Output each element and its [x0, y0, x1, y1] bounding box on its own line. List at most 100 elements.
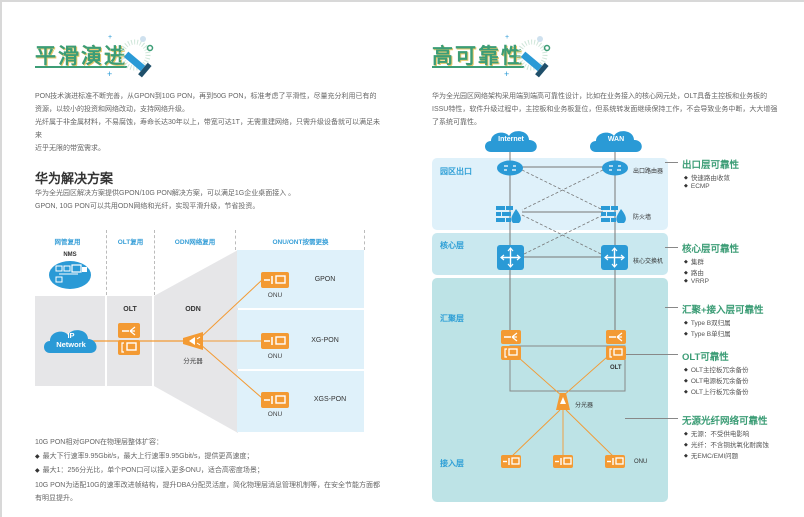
olt-device-icon — [501, 346, 521, 360]
reliability-title: 出口层可靠性 — [682, 160, 740, 171]
reliability-item: 无EMC/EMI问题 — [684, 450, 738, 460]
reliability-item: OLT上行板冗余备份 — [684, 386, 749, 396]
column-header: OLT复用 — [117, 239, 144, 246]
core-switch-icon — [601, 245, 628, 270]
column-header: 网管复用 — [54, 239, 81, 246]
reliability-title: OLT可靠性 — [682, 352, 729, 363]
svg-text:+: + — [107, 69, 112, 79]
reliability-item: VRRP — [684, 278, 709, 285]
title-underline — [35, 66, 127, 68]
svg-text:+: + — [505, 34, 509, 41]
router-icon — [602, 160, 628, 176]
reliability-item: Type B双归属 — [684, 317, 731, 327]
right-section-title: 高可靠性 — [432, 44, 524, 68]
bottom-bullet: 最大下行速率9.95Gbit/s，最大上行速率9.95Gbit/s，提供更高速度… — [35, 450, 390, 465]
reliability-item: 无源：不受供电影响 — [684, 428, 750, 438]
zone-label: 接入层 — [440, 459, 464, 468]
ip-network-label: IP Network — [47, 331, 95, 349]
callout-connector — [625, 418, 678, 419]
firewall-label: 防火墙 — [633, 215, 652, 221]
firewall-icon — [601, 206, 626, 223]
onu-icon — [605, 455, 625, 468]
reliability-item: 快速路由收敛 — [684, 172, 730, 182]
reliability-item: OLT主控板冗余备份 — [684, 364, 749, 374]
intro-line: ISSU特性，软件升级过程中，主控板和业务板复位，但系统转发面继续保持工作，不会… — [432, 106, 778, 113]
olt-splitter-icon — [501, 330, 521, 344]
intro-line: 近乎无限的带宽需求。 — [35, 145, 105, 152]
solution-text: 华为全光园区解决方案提供GPON/10G PON解决方案，可以满足1G企业桌面接… — [35, 187, 385, 213]
wan-label: WAN — [607, 136, 625, 143]
bottom-tail: 有明显提升。 — [35, 495, 77, 502]
intro-line: 光纤属于非金属材料，不易腐蚀，寿命长达30年以上，带宽可达1T，无需重建网络，只… — [35, 119, 380, 139]
onu-label: ONU — [267, 292, 283, 299]
left-intro: PON技术演进标准不断完善，从GPON到10G PON，再到50G PON，标准… — [35, 90, 385, 155]
intro-line: PON技术演进标准不断完善，从GPON到10G PON，再到50G PON，标准… — [35, 93, 377, 100]
left-bottom-text: 10G PON相对GPON在物理层整体扩容： 最大下行速率9.95Gbit/s，… — [35, 436, 390, 506]
callout-connector — [626, 354, 678, 355]
reliability-item: ECMP — [684, 183, 710, 190]
wan-cloud-icon — [590, 131, 642, 152]
column-divider — [106, 230, 107, 295]
onu-type: XG-PON — [311, 337, 339, 344]
onu-type: GPON — [314, 276, 336, 283]
reliability-item: OLT电源板冗余备份 — [684, 375, 749, 385]
onu-icon — [501, 455, 521, 468]
ip-network-cloud-icon — [44, 330, 97, 353]
router-label: 出口路由器 — [633, 169, 664, 175]
column-divider — [154, 230, 155, 295]
odn-label: ODN — [185, 306, 201, 313]
page-left-border — [0, 0, 2, 517]
olt-device-icon — [118, 340, 140, 355]
onu-label: ONU — [634, 459, 648, 465]
reliability-item: Type B单归属 — [684, 328, 731, 338]
internet-label: Internet — [498, 136, 524, 143]
reliability-item: 光纤：不含铜抗氧化耐腐蚀 — [684, 439, 769, 449]
onu-icon — [261, 392, 289, 408]
column-header: ODN网络复用 — [174, 239, 216, 246]
olt-device-icon — [606, 346, 626, 360]
onu-label: ONU — [267, 353, 283, 360]
onu-icon — [261, 333, 289, 349]
olt-label: OLT — [610, 365, 622, 371]
column-divider — [235, 230, 236, 250]
onu-label: ONU — [267, 411, 283, 418]
reliability-item: 路由 — [684, 267, 704, 277]
reliability-title: 汇聚+接入层可靠性 — [682, 305, 764, 316]
tool-decoration-icon: + + — [504, 34, 551, 79]
internet-cloud-icon — [485, 131, 537, 152]
callout-connector — [665, 247, 678, 248]
ip-network-line: IP — [67, 331, 75, 340]
onu-type: XGS-PON — [313, 396, 347, 403]
onu-icon — [261, 272, 289, 288]
olt-splitter-icon — [606, 330, 626, 344]
column-header: ONU/ONT按需更换 — [272, 239, 329, 246]
callout-connector — [665, 162, 678, 163]
reliability-title: 无源光纤网络可靠性 — [682, 416, 768, 427]
splitter-icon — [183, 332, 203, 350]
intro-line: 华为全光园区网络架构采用端到端高可靠性设计，比如在业务接入的核心网元处，OLT具… — [432, 93, 768, 100]
ip-network-line: Network — [56, 340, 86, 349]
solution-line: GPON, 10G PON可以共用ODN网络和光纤，实现平滑升级，节省投资。 — [35, 203, 260, 210]
core-switch-label: 核心交换机 — [633, 259, 664, 265]
page-top-border — [0, 0, 804, 2]
column-divider — [364, 230, 365, 250]
zone-label: 核心层 — [440, 241, 464, 250]
zone-label: 汇聚层 — [440, 314, 464, 323]
intro-line: 了系统可靠性。 — [432, 119, 481, 126]
svg-text:+: + — [504, 69, 509, 79]
solution-line: 华为全光园区解决方案提供GPON/10G PON解决方案，可以满足1G企业桌面接… — [35, 190, 296, 197]
zone-core — [432, 233, 668, 275]
reliability-item: 集群 — [684, 256, 704, 266]
bottom-lead: 10G PON相对GPON在物理层整体扩容： — [35, 439, 163, 446]
bottom-tail: 10G PON为适配10G的速率改进帧结构，提升DBA分配灵活度，简化物理层消息… — [35, 481, 380, 489]
right-intro: 华为全光园区网络架构采用端到端高可靠性设计，比如在业务接入的核心网元处，OLT具… — [432, 90, 782, 129]
router-icon — [497, 160, 523, 176]
intro-line: 资源，以较小的投资和网络改动，支持网络升级。 — [35, 106, 189, 113]
nms-icon — [49, 261, 91, 289]
splitter-icon — [556, 393, 570, 410]
splitter-label: 分光器 — [575, 403, 594, 409]
solution-title: 华为解决方案 — [35, 172, 114, 187]
olt-splitter-icon — [118, 323, 140, 338]
zone-label: 园区出口 — [440, 167, 472, 176]
nms-label: NMS — [63, 252, 77, 258]
